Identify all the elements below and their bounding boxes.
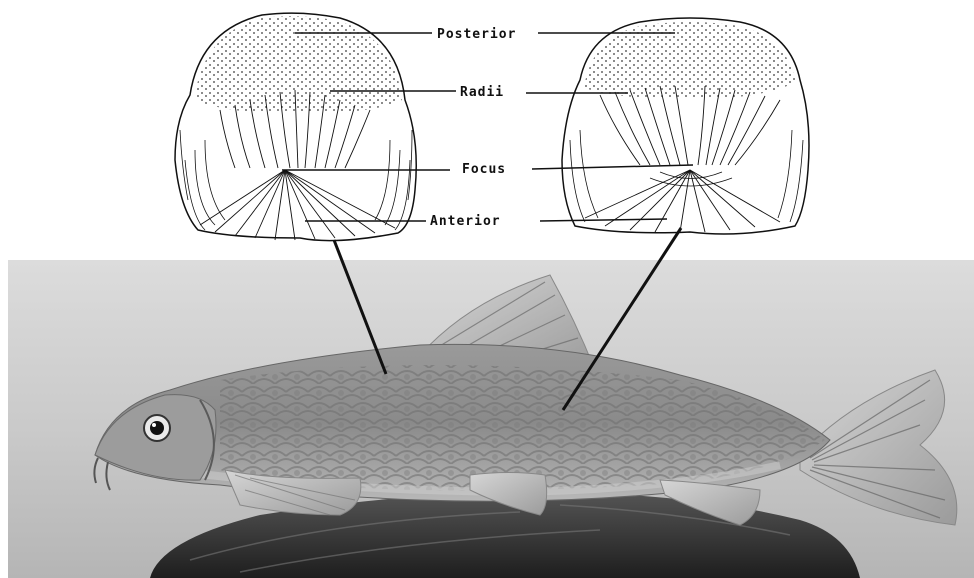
scale-drawing-left: [175, 13, 416, 241]
label-focus: Focus: [462, 162, 506, 177]
label-radii: Radii: [460, 85, 504, 100]
fish-photo: [8, 260, 974, 578]
label-anterior: Anterior: [430, 214, 501, 229]
label-posterior: Posterior: [437, 27, 516, 42]
scale-drawing-right: [562, 18, 809, 234]
